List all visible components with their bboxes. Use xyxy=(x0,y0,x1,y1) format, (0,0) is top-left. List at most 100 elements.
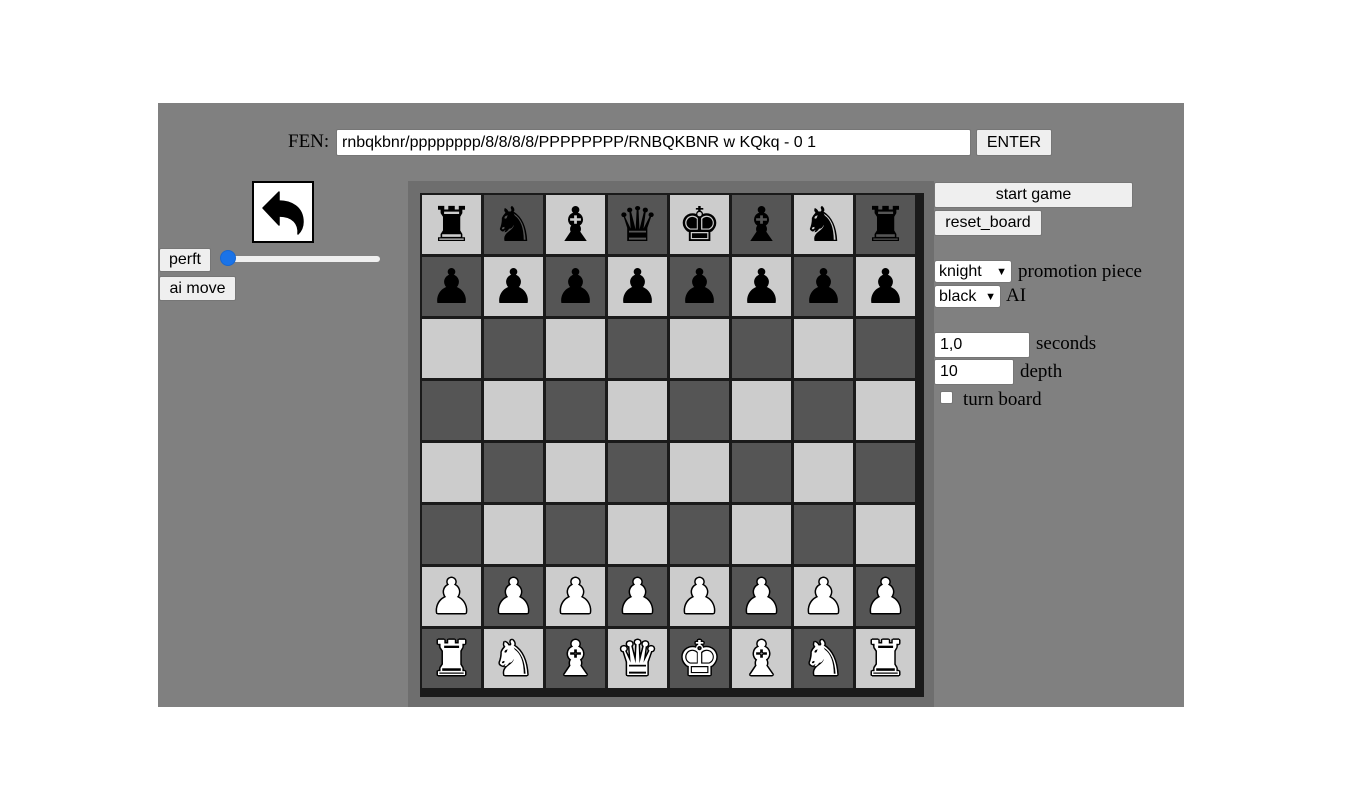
perft-depth-slider[interactable] xyxy=(220,250,380,266)
square-e2[interactable]: ♟ xyxy=(669,566,730,627)
ai-move-button[interactable]: ai move xyxy=(159,276,236,301)
square-c5[interactable] xyxy=(545,380,606,441)
undo-button[interactable] xyxy=(252,181,314,243)
square-f1[interactable]: ♝ xyxy=(731,628,792,689)
white-pawn-icon[interactable]: ♟ xyxy=(801,568,846,625)
fen-enter-button[interactable]: ENTER xyxy=(976,129,1052,156)
square-g5[interactable] xyxy=(793,380,854,441)
black-pawn-icon[interactable]: ♟ xyxy=(863,258,908,315)
white-king-icon[interactable]: ♚ xyxy=(677,630,722,687)
white-bishop-icon[interactable]: ♝ xyxy=(553,630,598,687)
square-h6[interactable] xyxy=(855,318,916,379)
fen-input[interactable] xyxy=(336,129,971,156)
square-c2[interactable]: ♟ xyxy=(545,566,606,627)
white-pawn-icon[interactable]: ♟ xyxy=(863,568,908,625)
square-f2[interactable]: ♟ xyxy=(731,566,792,627)
square-f6[interactable] xyxy=(731,318,792,379)
square-c1[interactable]: ♝ xyxy=(545,628,606,689)
black-pawn-icon[interactable]: ♟ xyxy=(677,258,722,315)
slider-thumb[interactable] xyxy=(220,250,236,266)
square-e4[interactable] xyxy=(669,442,730,503)
square-g1[interactable]: ♞ xyxy=(793,628,854,689)
square-a8[interactable]: ♜ xyxy=(421,194,482,255)
square-a7[interactable]: ♟ xyxy=(421,256,482,317)
square-h8[interactable]: ♜ xyxy=(855,194,916,255)
square-g4[interactable] xyxy=(793,442,854,503)
square-a2[interactable]: ♟ xyxy=(421,566,482,627)
white-rook-icon[interactable]: ♜ xyxy=(429,630,474,687)
turn-board-checkbox[interactable] xyxy=(940,391,953,404)
square-a4[interactable] xyxy=(421,442,482,503)
square-f7[interactable]: ♟ xyxy=(731,256,792,317)
black-knight-icon[interactable]: ♞ xyxy=(801,196,846,253)
black-rook-icon[interactable]: ♜ xyxy=(429,196,474,253)
square-b5[interactable] xyxy=(483,380,544,441)
black-pawn-icon[interactable]: ♟ xyxy=(553,258,598,315)
square-b1[interactable]: ♞ xyxy=(483,628,544,689)
black-bishop-icon[interactable]: ♝ xyxy=(553,196,598,253)
square-f4[interactable] xyxy=(731,442,792,503)
white-pawn-icon[interactable]: ♟ xyxy=(739,568,784,625)
square-g6[interactable] xyxy=(793,318,854,379)
square-g2[interactable]: ♟ xyxy=(793,566,854,627)
square-f3[interactable] xyxy=(731,504,792,565)
white-rook-icon[interactable]: ♜ xyxy=(863,630,908,687)
black-pawn-icon[interactable]: ♟ xyxy=(491,258,536,315)
square-e5[interactable] xyxy=(669,380,730,441)
square-e7[interactable]: ♟ xyxy=(669,256,730,317)
square-c7[interactable]: ♟ xyxy=(545,256,606,317)
square-e6[interactable] xyxy=(669,318,730,379)
square-b2[interactable]: ♟ xyxy=(483,566,544,627)
square-f5[interactable] xyxy=(731,380,792,441)
black-pawn-icon[interactable]: ♟ xyxy=(801,258,846,315)
square-c6[interactable] xyxy=(545,318,606,379)
square-a6[interactable] xyxy=(421,318,482,379)
square-h5[interactable] xyxy=(855,380,916,441)
square-d2[interactable]: ♟ xyxy=(607,566,668,627)
square-g8[interactable]: ♞ xyxy=(793,194,854,255)
square-e8[interactable]: ♚ xyxy=(669,194,730,255)
white-knight-icon[interactable]: ♞ xyxy=(801,630,846,687)
black-pawn-icon[interactable]: ♟ xyxy=(739,258,784,315)
square-h7[interactable]: ♟ xyxy=(855,256,916,317)
square-h2[interactable]: ♟ xyxy=(855,566,916,627)
square-d4[interactable] xyxy=(607,442,668,503)
black-king-icon[interactable]: ♚ xyxy=(677,196,722,253)
square-a5[interactable] xyxy=(421,380,482,441)
square-d3[interactable] xyxy=(607,504,668,565)
square-c3[interactable] xyxy=(545,504,606,565)
square-e3[interactable] xyxy=(669,504,730,565)
square-c4[interactable] xyxy=(545,442,606,503)
square-a1[interactable]: ♜ xyxy=(421,628,482,689)
black-queen-icon[interactable]: ♛ xyxy=(615,196,660,253)
white-pawn-icon[interactable]: ♟ xyxy=(429,568,474,625)
square-d6[interactable] xyxy=(607,318,668,379)
square-b7[interactable]: ♟ xyxy=(483,256,544,317)
square-h1[interactable]: ♜ xyxy=(855,628,916,689)
white-pawn-icon[interactable]: ♟ xyxy=(491,568,536,625)
square-d7[interactable]: ♟ xyxy=(607,256,668,317)
black-bishop-icon[interactable]: ♝ xyxy=(739,196,784,253)
white-pawn-icon[interactable]: ♟ xyxy=(553,568,598,625)
black-pawn-icon[interactable]: ♟ xyxy=(429,258,474,315)
white-knight-icon[interactable]: ♞ xyxy=(491,630,536,687)
square-b8[interactable]: ♞ xyxy=(483,194,544,255)
promotion-piece-select[interactable]: knight ▼ xyxy=(934,260,1012,283)
depth-input[interactable] xyxy=(934,359,1014,385)
square-b4[interactable] xyxy=(483,442,544,503)
ai-color-select[interactable]: black ▼ xyxy=(934,285,1001,308)
white-pawn-icon[interactable]: ♟ xyxy=(677,568,722,625)
square-e1[interactable]: ♚ xyxy=(669,628,730,689)
square-d1[interactable]: ♛ xyxy=(607,628,668,689)
black-knight-icon[interactable]: ♞ xyxy=(491,196,536,253)
square-g3[interactable] xyxy=(793,504,854,565)
square-c8[interactable]: ♝ xyxy=(545,194,606,255)
square-b3[interactable] xyxy=(483,504,544,565)
square-f8[interactable]: ♝ xyxy=(731,194,792,255)
white-pawn-icon[interactable]: ♟ xyxy=(615,568,660,625)
seconds-input[interactable] xyxy=(934,332,1030,358)
perft-button[interactable]: perft xyxy=(159,248,211,272)
square-d8[interactable]: ♛ xyxy=(607,194,668,255)
white-bishop-icon[interactable]: ♝ xyxy=(739,630,784,687)
black-rook-icon[interactable]: ♜ xyxy=(863,196,908,253)
